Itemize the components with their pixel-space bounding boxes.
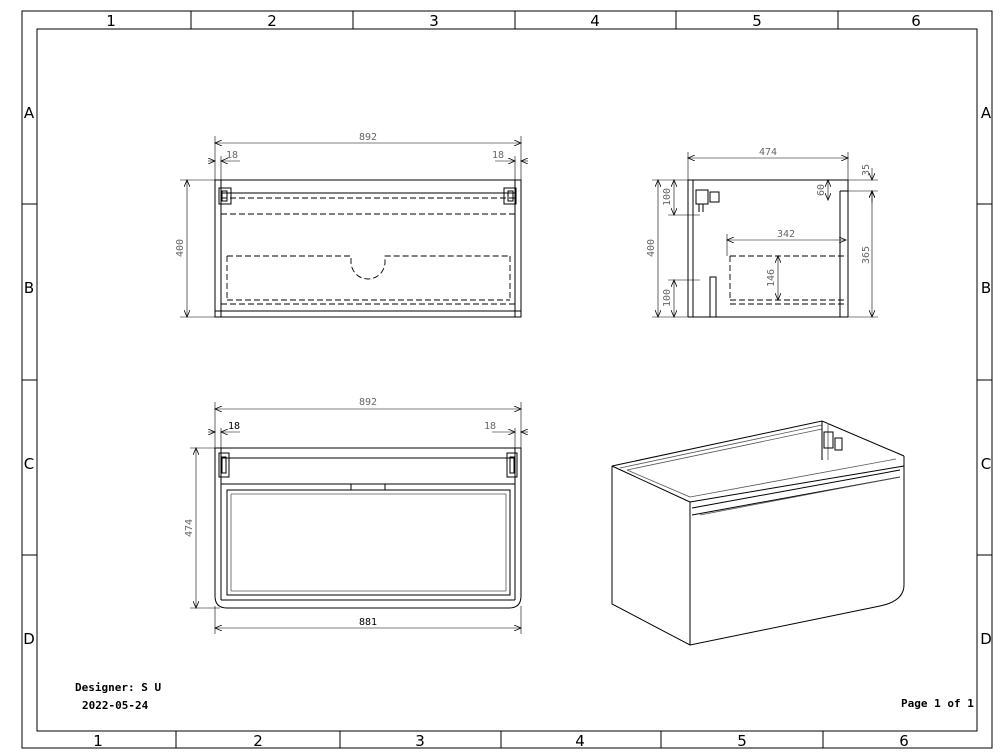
zone-labels-left: A B C D <box>23 104 35 648</box>
zone-row-b-left: B <box>24 279 34 297</box>
front-side-left-dim: 18 <box>226 150 238 161</box>
side-depth-dim: 474 <box>759 147 777 158</box>
date-label: 2022-05-24 <box>82 699 149 712</box>
front-side-right-dim: 18 <box>492 150 504 161</box>
page-label: Page 1 of 1 <box>901 697 974 710</box>
zone-col-1-bottom: 1 <box>93 732 103 750</box>
top-side-right-dim: 18 <box>484 421 496 432</box>
zone-col-4-top: 4 <box>590 12 600 30</box>
designer-label: Designer: S U <box>75 681 161 694</box>
front-width-dim: 892 <box>359 132 377 143</box>
zone-labels-top: 1 2 3 4 5 6 <box>106 12 921 30</box>
side-rail-height-dim: 60 <box>816 184 827 196</box>
zone-row-d-right: D <box>980 630 992 648</box>
title-block: Designer: S U 2022-05-24 Page 1 of 1 <box>75 681 974 712</box>
top-bottom-width-dim: 881 <box>359 617 377 628</box>
isometric-view <box>611 420 905 646</box>
zone-col-3-bottom: 3 <box>415 732 425 750</box>
zone-col-6-bottom: 6 <box>899 732 909 750</box>
zone-col-1-top: 1 <box>106 12 116 30</box>
zone-col-4-bottom: 4 <box>575 732 585 750</box>
top-side-left-dim: 18 <box>228 421 240 432</box>
zone-row-a-right: A <box>981 104 992 122</box>
zone-col-6-top: 6 <box>911 12 921 30</box>
zone-col-3-top: 3 <box>429 12 439 30</box>
front-view: 892 18 18 400 <box>175 132 528 317</box>
drawing-frame <box>21 10 993 749</box>
zone-row-c-left: C <box>24 455 34 473</box>
zone-col-5-top: 5 <box>752 12 762 30</box>
zone-col-2-top: 2 <box>267 12 277 30</box>
zone-row-d-left: D <box>23 630 35 648</box>
zone-row-c-right: C <box>981 455 991 473</box>
side-upper-gap-dim: 100 <box>662 188 673 206</box>
side-top-offset-dim: 35 <box>861 164 872 176</box>
side-drawer-depth-dim: 342 <box>777 229 795 240</box>
front-height-dim: 400 <box>175 239 186 257</box>
side-view: 474 35 365 60 400 100 100 342 146 <box>646 147 878 317</box>
zone-row-b-right: B <box>981 279 991 297</box>
side-height-dim: 400 <box>646 239 657 257</box>
zone-labels-right: A B C D <box>980 104 992 648</box>
zone-row-a-left: A <box>24 104 35 122</box>
zone-labels-bottom: 1 2 3 4 5 6 <box>93 732 909 750</box>
top-depth-dim: 474 <box>184 519 195 537</box>
side-inner-height-dim: 365 <box>861 246 872 264</box>
top-width-dim: 892 <box>359 397 377 408</box>
side-lower-gap-dim: 100 <box>662 289 673 307</box>
zone-col-5-bottom: 5 <box>737 732 747 750</box>
side-drawer-height-dim: 146 <box>766 269 777 287</box>
top-view: 892 18 18 474 <box>184 397 528 634</box>
zone-col-2-bottom: 2 <box>253 732 263 750</box>
